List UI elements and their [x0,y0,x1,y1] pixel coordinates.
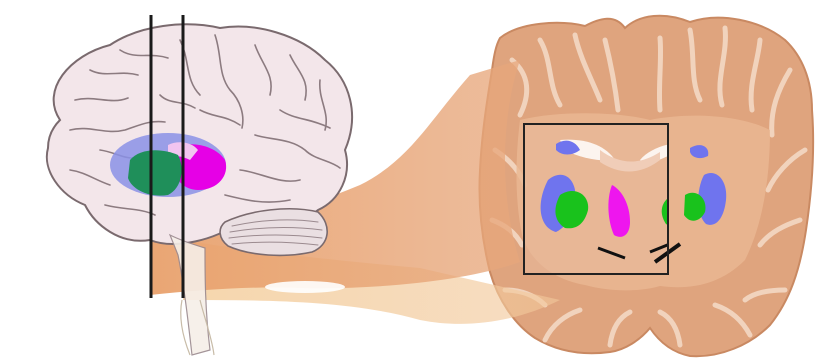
projection-gap [265,281,345,293]
roi-contents [524,124,690,274]
brain-lateral-icon [47,24,352,355]
